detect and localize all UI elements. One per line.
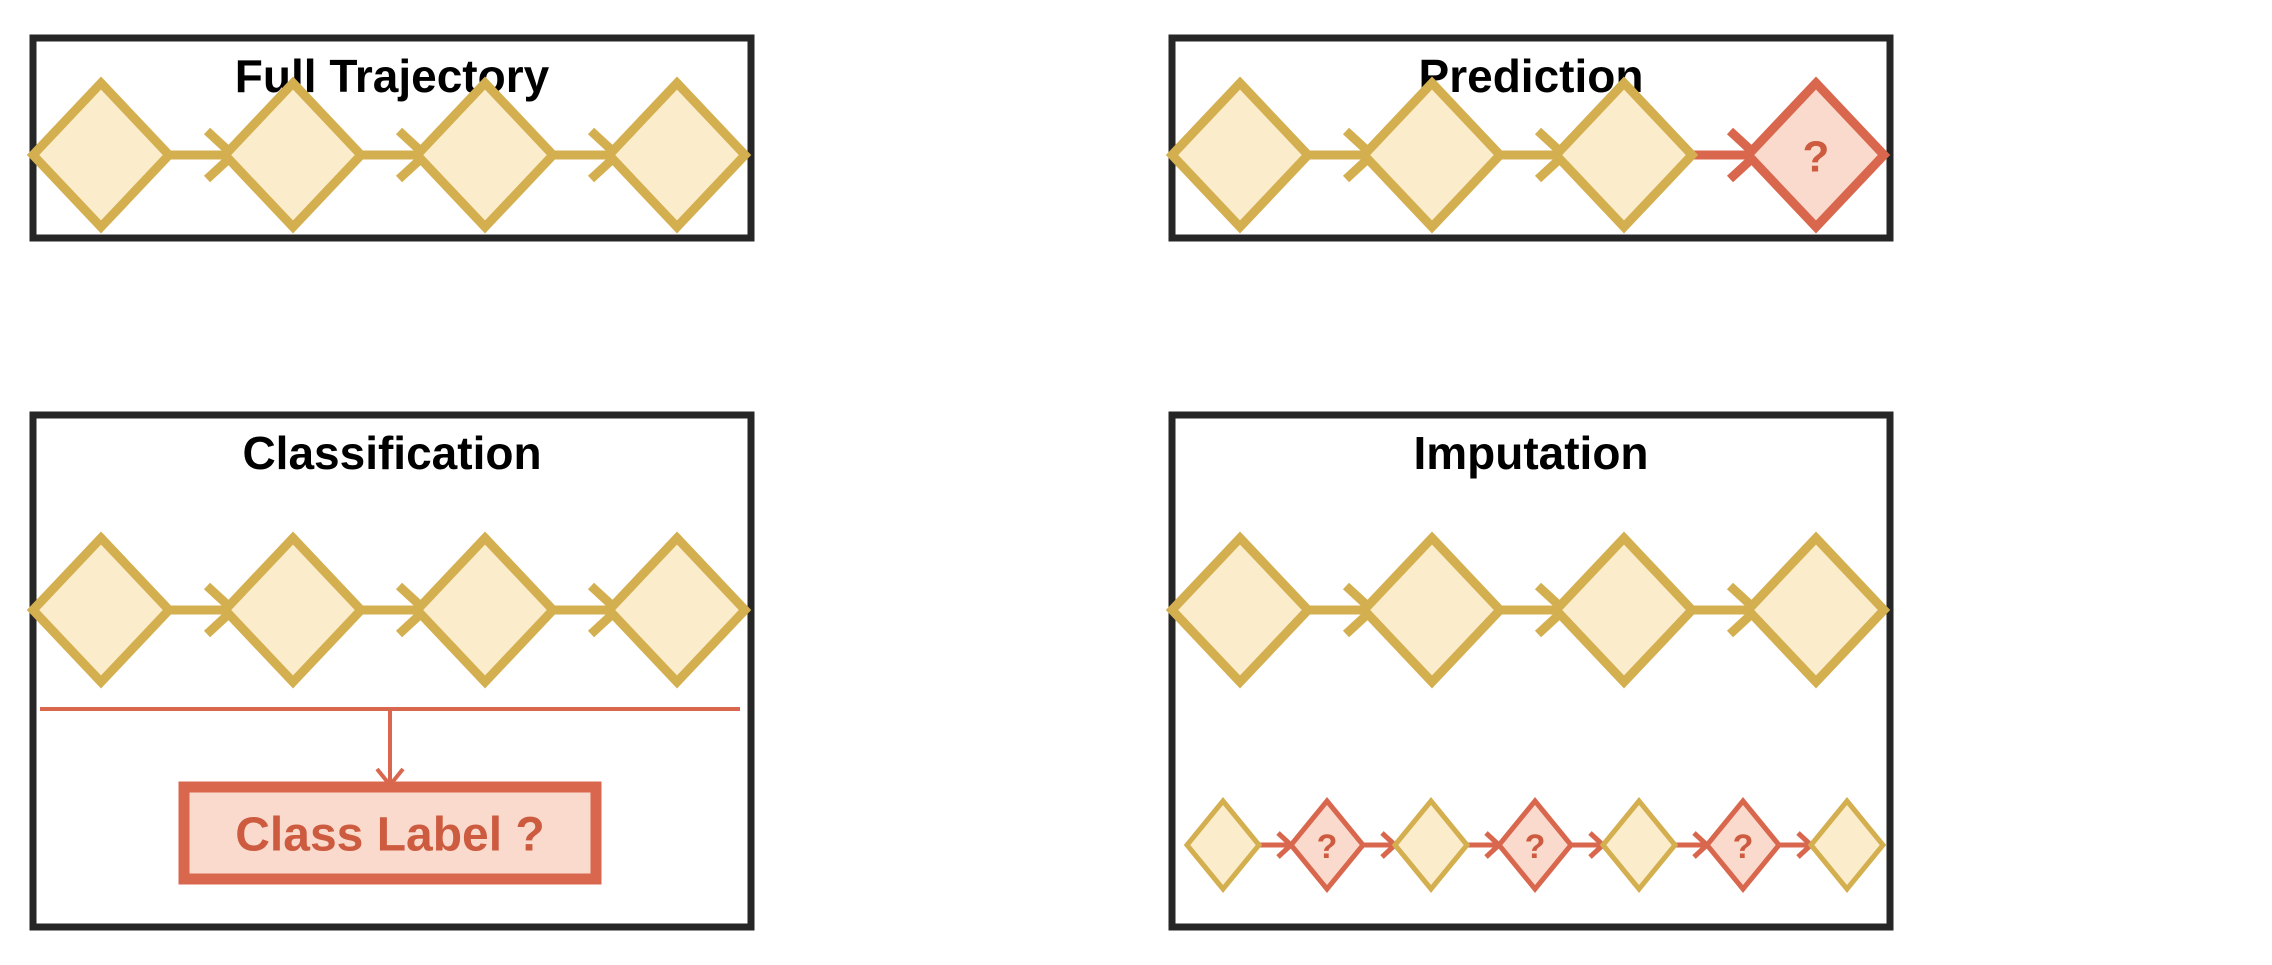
observed-node <box>218 76 368 234</box>
observed-node <box>1183 797 1263 893</box>
panel-full-trajectory: Full Trajectory <box>26 34 755 242</box>
panel-imputation: Imputation??? <box>1165 411 1894 931</box>
observed-node-shape <box>1165 531 1315 689</box>
missing-node-shape <box>1741 76 1891 234</box>
observed-node-shape <box>1357 531 1507 689</box>
panel-title-classification: Classification <box>242 427 541 479</box>
observed-node <box>410 531 560 689</box>
observed-node <box>1357 76 1507 234</box>
observed-node-shape <box>410 76 560 234</box>
observed-node-shape <box>26 531 176 689</box>
observed-node <box>602 531 752 689</box>
panel-prediction: Prediction? <box>1165 34 1894 242</box>
panel-title-imputation: Imputation <box>1413 427 1648 479</box>
class-label-box-rect <box>178 781 602 885</box>
observed-node <box>602 76 752 234</box>
missing-node-shape <box>1287 797 1367 893</box>
observed-node <box>1165 76 1315 234</box>
row-sequence-row <box>26 76 752 234</box>
observed-node <box>218 531 368 689</box>
observed-node-shape <box>218 531 368 689</box>
observed-node-shape <box>1807 797 1887 893</box>
question-mark-label: ? <box>1317 828 1338 866</box>
missing-node: ? <box>1495 797 1575 893</box>
observed-node <box>1165 531 1315 689</box>
observed-node-shape <box>1357 76 1507 234</box>
observed-node-shape <box>218 76 368 234</box>
observed-node-shape <box>26 76 176 234</box>
missing-node: ? <box>1741 76 1891 234</box>
observed-node-shape <box>1183 797 1263 893</box>
observed-node <box>1549 531 1699 689</box>
row-sequence-row: ? <box>1165 76 1891 234</box>
observed-node <box>1357 531 1507 689</box>
observed-node-shape <box>410 531 560 689</box>
observed-node-shape <box>602 531 752 689</box>
observed-node-shape <box>602 76 752 234</box>
question-mark-label: ? <box>1525 828 1546 866</box>
observed-node-shape <box>1599 797 1679 893</box>
observed-node-shape <box>1549 531 1699 689</box>
observed-node-shape <box>1391 797 1471 893</box>
missing-node-shape <box>1703 797 1783 893</box>
observed-node <box>1741 531 1891 689</box>
missing-node: ? <box>1287 797 1367 893</box>
missing-node-shape <box>1495 797 1575 893</box>
panel-title-prediction: Prediction <box>1419 50 1644 102</box>
observed-node <box>1807 797 1887 893</box>
row-sequence-row <box>1165 531 1891 689</box>
row-imputed-row: ??? <box>1183 797 1887 893</box>
observed-node <box>26 76 176 234</box>
observed-node-shape <box>1549 76 1699 234</box>
observed-node <box>410 76 560 234</box>
observed-node <box>1391 797 1471 893</box>
row-sequence-row <box>26 531 752 689</box>
class-label-box: Class Label ? <box>178 781 602 885</box>
class-label-text: Class Label ? <box>235 809 544 862</box>
observed-node-shape <box>1741 531 1891 689</box>
observed-node <box>1549 76 1699 234</box>
missing-node: ? <box>1703 797 1783 893</box>
observed-node-shape <box>1165 76 1315 234</box>
question-mark-label: ? <box>1733 828 1754 866</box>
question-mark-label: ? <box>1803 133 1830 182</box>
observed-node <box>26 531 176 689</box>
observed-node <box>1599 797 1679 893</box>
